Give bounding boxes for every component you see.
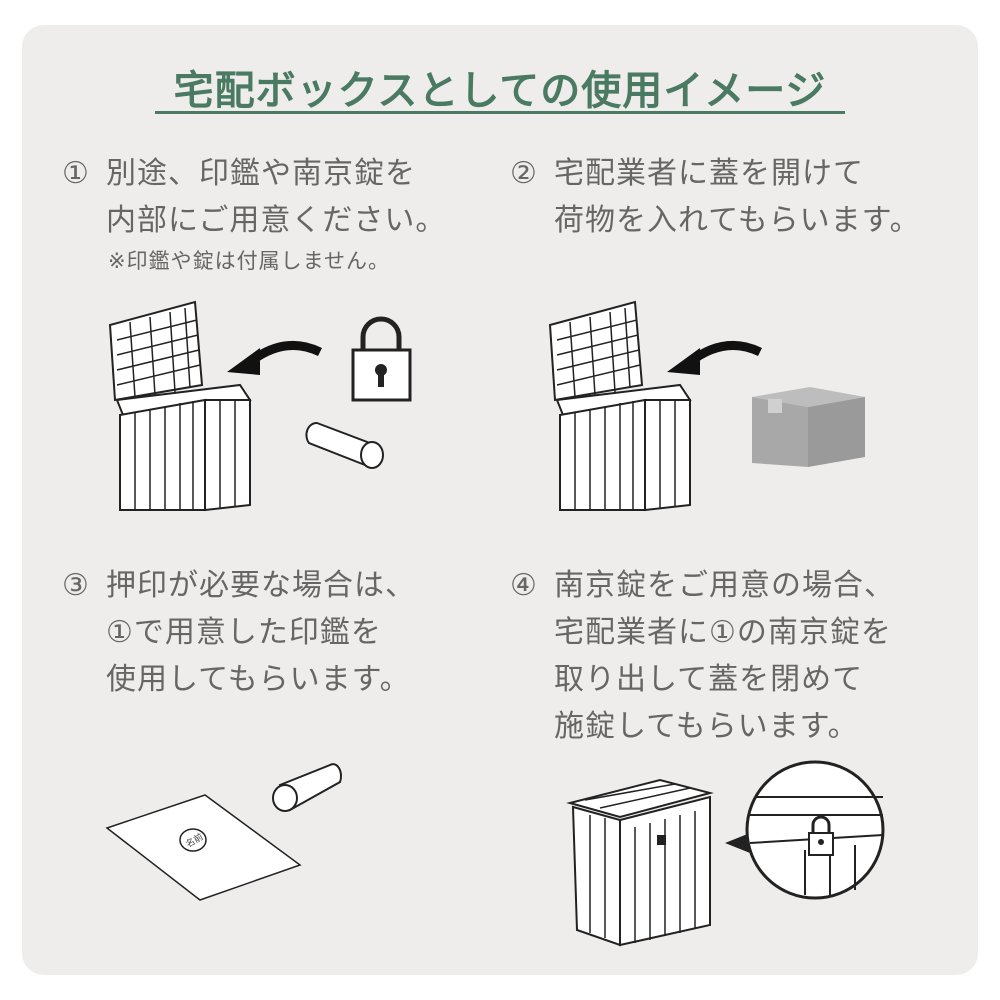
- step-line: 使用してもらいます。: [106, 662, 411, 697]
- step-note: ※印鑑や錠は付属しません。: [108, 249, 390, 273]
- step-line: 押印が必要な場合は、: [106, 568, 416, 603]
- locked-box-illustration: [566, 760, 885, 947]
- step-number: ③: [62, 568, 90, 603]
- step-line: 別途、印鑑や南京錠を: [106, 156, 416, 191]
- step-number: ④: [510, 568, 538, 603]
- step-line: 内部にご用意ください。: [106, 203, 447, 238]
- step-number: ①: [62, 156, 90, 191]
- title-underline: [155, 111, 845, 114]
- step-number: ②: [510, 156, 538, 191]
- step-4-text: ④ 南京錠をご用意の場合、 宅配業者に①の南京錠を 取り出して蓋を閉めて 施錠して…: [510, 562, 895, 750]
- step-line: 荷物を入れてもらいます。: [554, 203, 921, 238]
- padlock-icon: [351, 316, 412, 402]
- open-box-illustration: [548, 300, 692, 512]
- seal-stamp-icon: [305, 422, 384, 469]
- step-line: 取り出して蓋を閉めて: [554, 662, 864, 697]
- step-3-text: ③ 押印が必要な場合は、 ①で用意した印鑑を 使用してもらいます。: [62, 562, 416, 703]
- step-1-text: ① 別途、印鑑や南京錠を 内部にご用意ください。 ※印鑑や錠は付属しません。: [62, 150, 446, 276]
- step-2-text: ② 宅配業者に蓋を開けて 荷物を入れてもらいます。: [510, 150, 921, 244]
- stamped-document-illustration: 名前: [105, 763, 343, 901]
- arrow-icon: [227, 341, 322, 375]
- step-line: 南京錠をご用意の場合、: [554, 568, 895, 603]
- step-line: 宅配業者に①の南京錠を: [554, 615, 892, 650]
- open-box-illustration: [108, 300, 252, 512]
- step-line: 宅配業者に蓋を開けて: [554, 156, 864, 191]
- step-line: 施錠してもらいます。: [554, 709, 859, 744]
- arrow-icon: [667, 341, 762, 375]
- cardboard-package-icon: [752, 387, 865, 467]
- page-title: 宅配ボックスとしての使用イメージ: [173, 68, 827, 114]
- step-line: ①で用意した印鑑を: [106, 615, 382, 650]
